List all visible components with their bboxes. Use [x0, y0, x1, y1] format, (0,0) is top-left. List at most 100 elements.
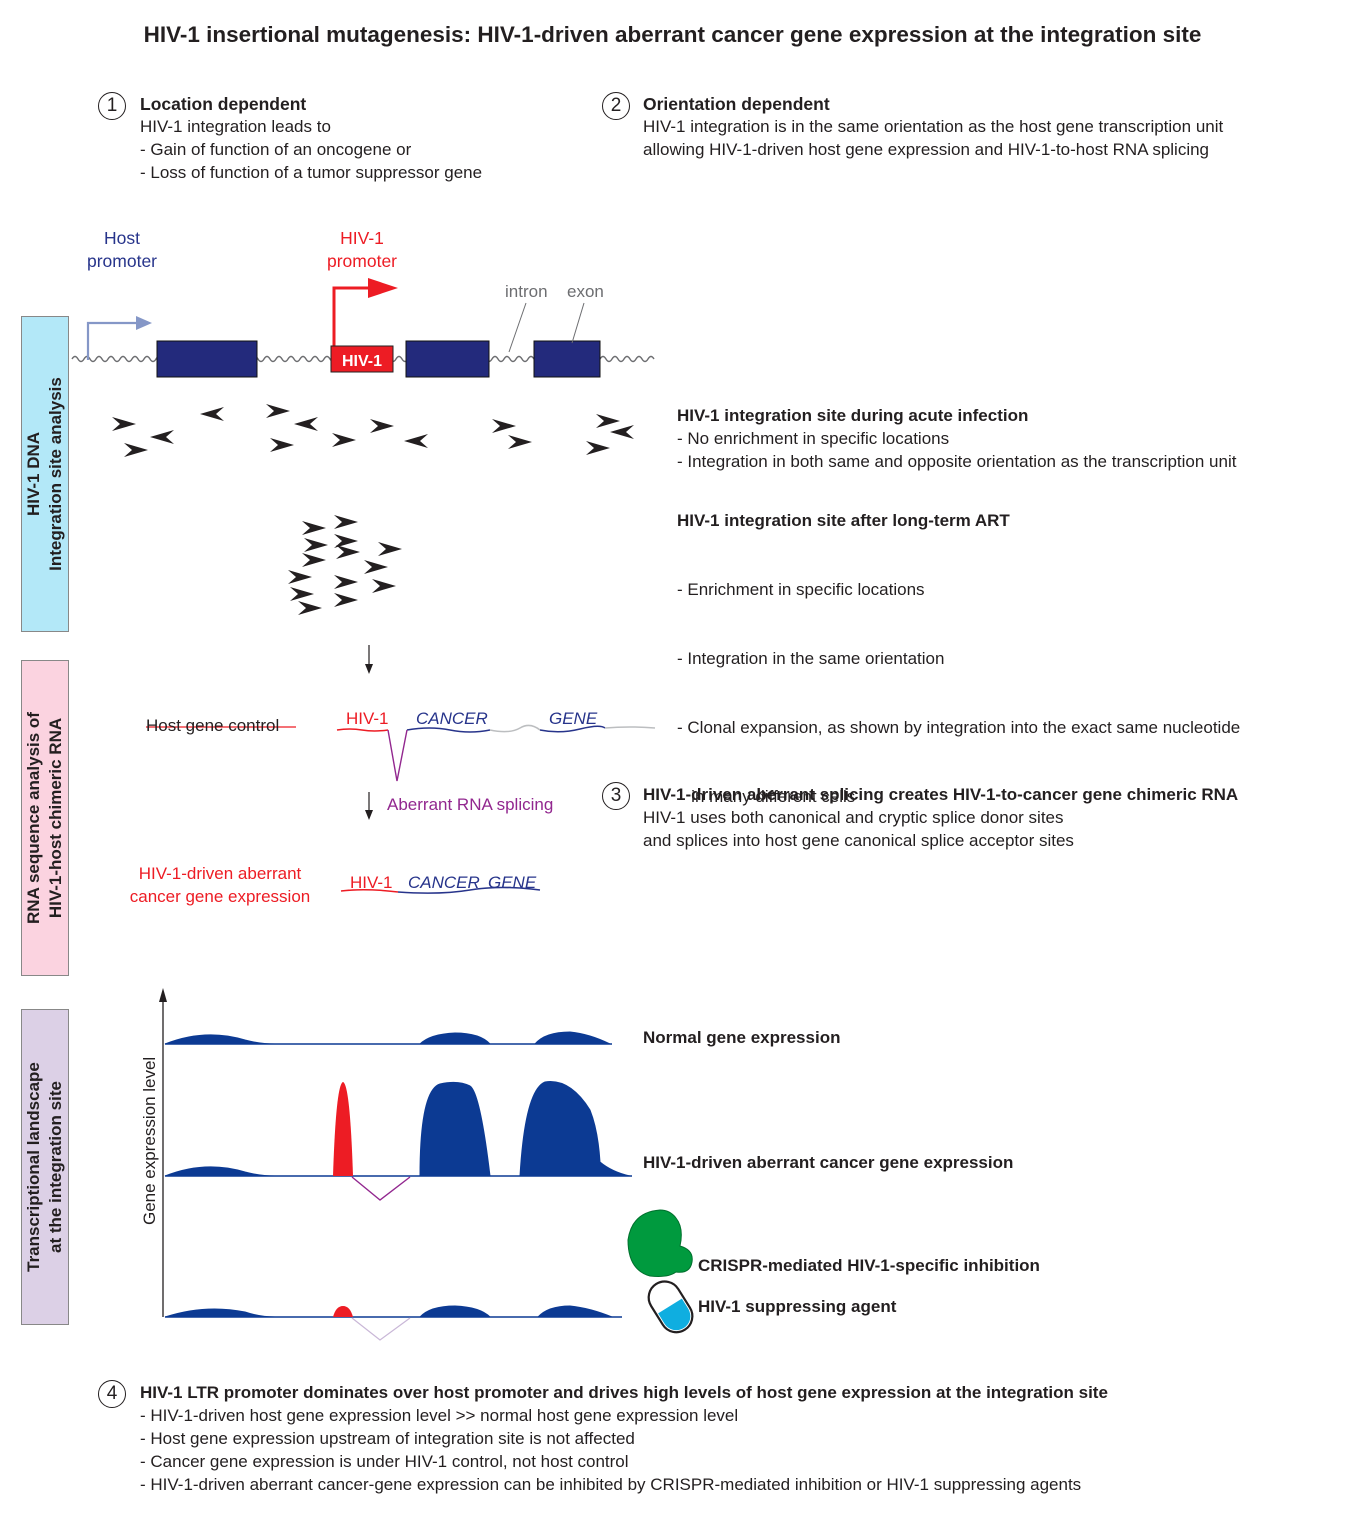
integration-site-arrowhead-icon [372, 579, 396, 593]
point-1-number: 1 [98, 92, 126, 120]
text-line: - Loss of function of a tumor suppressor… [140, 163, 483, 182]
cancer-rna-segment [406, 727, 491, 733]
label-line: cancer gene expression [129, 887, 311, 906]
text-line: HIV-1 uses both canonical and cryptic sp… [643, 808, 1064, 827]
integration-site-arrowhead-icon [304, 538, 328, 552]
point-4-heading: HIV-1 LTR promoter dominates over host p… [140, 1383, 1108, 1402]
acute-infection-text: - No enrichment in specific locations - … [677, 427, 1236, 473]
exon-label: exon [567, 282, 604, 301]
rna-diagram-graphic [146, 724, 656, 894]
hiv-promoter-arrow-icon [332, 278, 398, 346]
hiv-insert-label: HIV-1 [342, 353, 382, 370]
aberrant-expression-track-label: HIV-1-driven aberrant cancer gene expres… [643, 1153, 1014, 1172]
long-term-art-text: - Enrichment in specific locations - Int… [677, 532, 1240, 831]
crispr-icon [627, 1209, 693, 1277]
hiv-promoter-label: HIV-1 promoter [312, 227, 412, 273]
point-2-heading: Orientation dependent [643, 94, 830, 114]
hiv-peak [333, 1306, 353, 1317]
hiv-peak [333, 1082, 353, 1176]
integration-site-arrowhead-icon [364, 560, 388, 574]
chimeric-gene-label: GENE [488, 873, 537, 892]
integration-site-arrowhead-icon [596, 414, 620, 428]
integration-site-arrowhead-icon [336, 545, 360, 559]
suppressing-agent-label: HIV-1 suppressing agent [698, 1297, 897, 1316]
side-panel-landscape: Transcriptional landscape at the integra… [21, 1009, 69, 1325]
text-line: - Gain of function of an oncogene or [140, 140, 412, 159]
integration-site-arrowhead-icon [288, 570, 312, 584]
splice-junction [351, 1317, 411, 1341]
text-line: - Host gene expression upstream of integ… [140, 1429, 635, 1448]
exon-box [533, 340, 601, 378]
integration-site-arrowheads [112, 404, 634, 615]
point-3-text: HIV-1 uses both canonical and cryptic sp… [643, 806, 1074, 852]
label-line: promoter [326, 251, 398, 271]
text-line: - Integration in both same and opposite … [677, 452, 1237, 471]
chimeric-hiv-label: HIV-1 [350, 873, 393, 892]
normal-expression-label: Normal gene expression [643, 1028, 841, 1047]
integration-site-arrowhead-icon [270, 438, 294, 452]
aberrant-splicing-label: Aberrant RNA splicing [387, 795, 554, 814]
long-term-art-heading: HIV-1 integration site after long-term A… [677, 511, 1010, 530]
text-line: - Clonal expansion, as shown by integrat… [677, 718, 1241, 737]
text-line: and splices into host gene canonical spl… [643, 831, 1074, 850]
text-line: - Enrichment in specific locations [677, 580, 925, 599]
point-4-text: - HIV-1-driven host gene expression leve… [140, 1404, 1081, 1496]
chimeric-hiv-segment [340, 888, 399, 893]
text-line: - HIV-1-driven aberrant cancer-gene expr… [140, 1475, 1082, 1494]
chimeric-cancer-gene-segment [397, 886, 541, 894]
integration-site-arrowhead-icon [298, 601, 322, 615]
text-line: - Integration in the same orientation [677, 649, 945, 668]
page-title: HIV-1 insertional mutagenesis: HIV-1-dri… [143, 22, 1202, 47]
text-line: HIV-1 integration leads to [140, 117, 331, 136]
exon-pointer [571, 302, 585, 344]
splice-junction [387, 729, 408, 782]
integration-site-arrowhead-icon [586, 441, 610, 455]
intron-rna-segment [489, 724, 541, 733]
point-2-text: HIV-1 integration is in the same orienta… [643, 115, 1223, 161]
integration-site-arrowhead-icon [508, 435, 532, 449]
text-line: - Cancer gene expression is under HIV-1 … [140, 1452, 629, 1471]
integration-site-arrowhead-icon [112, 417, 136, 431]
y-axis-label: Gene expression level [140, 1056, 159, 1225]
aberrant-expression-track [164, 1081, 632, 1201]
y-axis-arrow-icon [159, 988, 167, 1002]
landscape-graphic [159, 988, 694, 1341]
integration-site-arrowhead-icon [332, 433, 356, 447]
gene-diagram-graphic: HIV-1 [71, 278, 655, 674]
label-line: HIV-1-driven aberrant [138, 864, 302, 883]
text-line: - HIV-1-driven host gene expression leve… [140, 1406, 739, 1425]
rna-gene-label: GENE [549, 709, 598, 728]
intron-pointer [508, 302, 527, 353]
label-line: promoter [86, 251, 158, 271]
integration-site-arrowhead-icon [404, 434, 428, 448]
integration-site-arrowhead-icon [200, 407, 224, 421]
point-1-heading: Location dependent [140, 94, 307, 114]
host-promoter-label: Host promoter [72, 227, 172, 273]
integration-site-arrowhead-icon [302, 521, 326, 535]
integration-site-arrowhead-icon [294, 417, 318, 431]
text-line: in many different cells [677, 787, 856, 806]
integration-site-arrowhead-icon [290, 587, 314, 601]
integration-site-arrowhead-icon [370, 419, 394, 433]
side-panel-dna: HIV-1 DNA Integration site analysis [21, 316, 69, 632]
integration-site-arrowhead-icon [334, 575, 358, 589]
splice-junction [351, 1176, 411, 1201]
label-line: Host [104, 228, 140, 248]
side-panel-rna: RNA sequence analysis of HIV-1-host chim… [21, 660, 69, 976]
intron-label: intron [505, 282, 548, 301]
point-4-number: 4 [98, 1380, 126, 1408]
inhibited-expression-track [164, 1305, 622, 1341]
exon-box [405, 340, 490, 378]
point-1-text: HIV-1 integration leads to - Gain of fun… [140, 115, 482, 184]
integration-site-arrowhead-icon [334, 593, 358, 607]
integration-site-arrowhead-icon [610, 425, 634, 439]
aberrant-expression-label: HIV-1-driven aberrant cancer gene expres… [110, 862, 330, 908]
gene-rna-segment [539, 725, 606, 733]
point-2-number: 2 [602, 92, 630, 120]
integration-site-arrowhead-icon [266, 404, 290, 418]
integration-site-arrowhead-icon [334, 534, 358, 548]
hiv-rna-segment [336, 728, 389, 732]
label-line: HIV-1 [340, 228, 384, 248]
rna-hiv-label: HIV-1 [346, 709, 389, 728]
pill-icon [647, 1280, 694, 1334]
